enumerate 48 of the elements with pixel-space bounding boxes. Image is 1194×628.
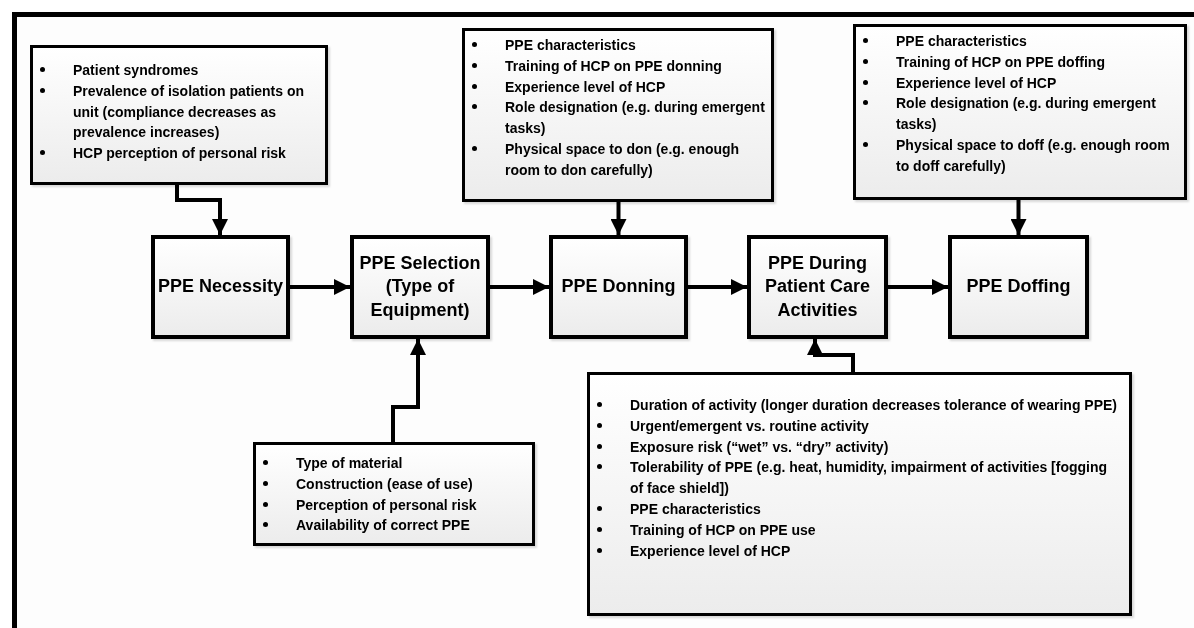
factor-box [462, 28, 774, 202]
arrow [490, 279, 549, 295]
bullet-item: Type of material [296, 455, 403, 471]
bullet-item: Perception of personal risk [296, 496, 477, 513]
arrow [290, 279, 350, 295]
bullet-item: Duration of activity (longer duration decreases tolerance of wearing PPE) [630, 397, 1117, 413]
bullet-item: Training of HCP on PPE doffing [896, 53, 1105, 70]
bullet-item: HCP perception of personal risk [73, 145, 286, 162]
bullet-item: Training of HCP on PPE use [630, 521, 816, 538]
arrow [888, 279, 948, 295]
bullet-item: PPE characteristics [630, 501, 761, 517]
process-box [549, 235, 688, 339]
factor-box [853, 24, 1187, 200]
arrow [175, 185, 228, 235]
bullet-item: Prevalence of isolation patients on unit (compliance decreases as prevalence increases) [73, 82, 305, 141]
step-label: PPE Selection (Type of Equipment) [358, 251, 482, 322]
factor-box [30, 45, 328, 185]
bullet-item: Exposure risk (“wet” vs. “dry” activity) [630, 438, 889, 455]
bullet-item: PPE characteristics [896, 33, 1027, 49]
step-label: PPE During Patient Care Activities [763, 251, 871, 322]
bullet-item: Construction (ease of use) [296, 475, 473, 492]
bullet-item: Training of HCP on PPE donning [505, 57, 722, 74]
bullet-item: Experience level of HCP [505, 78, 666, 95]
step-label: PPE Doffing [966, 275, 1071, 299]
arrow [1010, 200, 1027, 235]
factor-box [587, 372, 1132, 616]
process-box [151, 235, 290, 339]
bullet-item: Availability of correct PPE [296, 517, 470, 534]
bullet-item: Experience level of HCP [896, 74, 1057, 91]
bullet-item: Tolerability of PPE (e.g. heat, humidity, impairment of activities [fogging of face shield]) [630, 459, 1108, 497]
step-label: PPE Necessity [157, 275, 284, 299]
arrow [807, 339, 855, 372]
process-box [747, 235, 888, 339]
bullet-item: Urgent/emergent vs. routine activity [630, 417, 869, 434]
process-box [948, 235, 1089, 339]
factor-box [253, 442, 535, 546]
process-box [350, 235, 490, 339]
arrow [391, 339, 426, 442]
bullet-item: Role designation (e.g. during emergent tasks) [896, 95, 1156, 133]
bullet-item: PPE characteristics [505, 37, 636, 53]
arrow [688, 279, 747, 295]
step-label: PPE Donning [561, 275, 676, 299]
bullet-item: Role designation (e.g. during emergent tasks) [505, 99, 765, 137]
bullet-item: Experience level of HCP [630, 542, 791, 559]
arrow [610, 202, 627, 235]
bullet-item: Patient syndromes [73, 62, 199, 78]
bullet-item: Physical space to don (e.g. enough room to don carefully) [505, 141, 740, 178]
bullet-item: Physical space to doff (e.g. enough room to doff carefully) [896, 137, 1170, 174]
